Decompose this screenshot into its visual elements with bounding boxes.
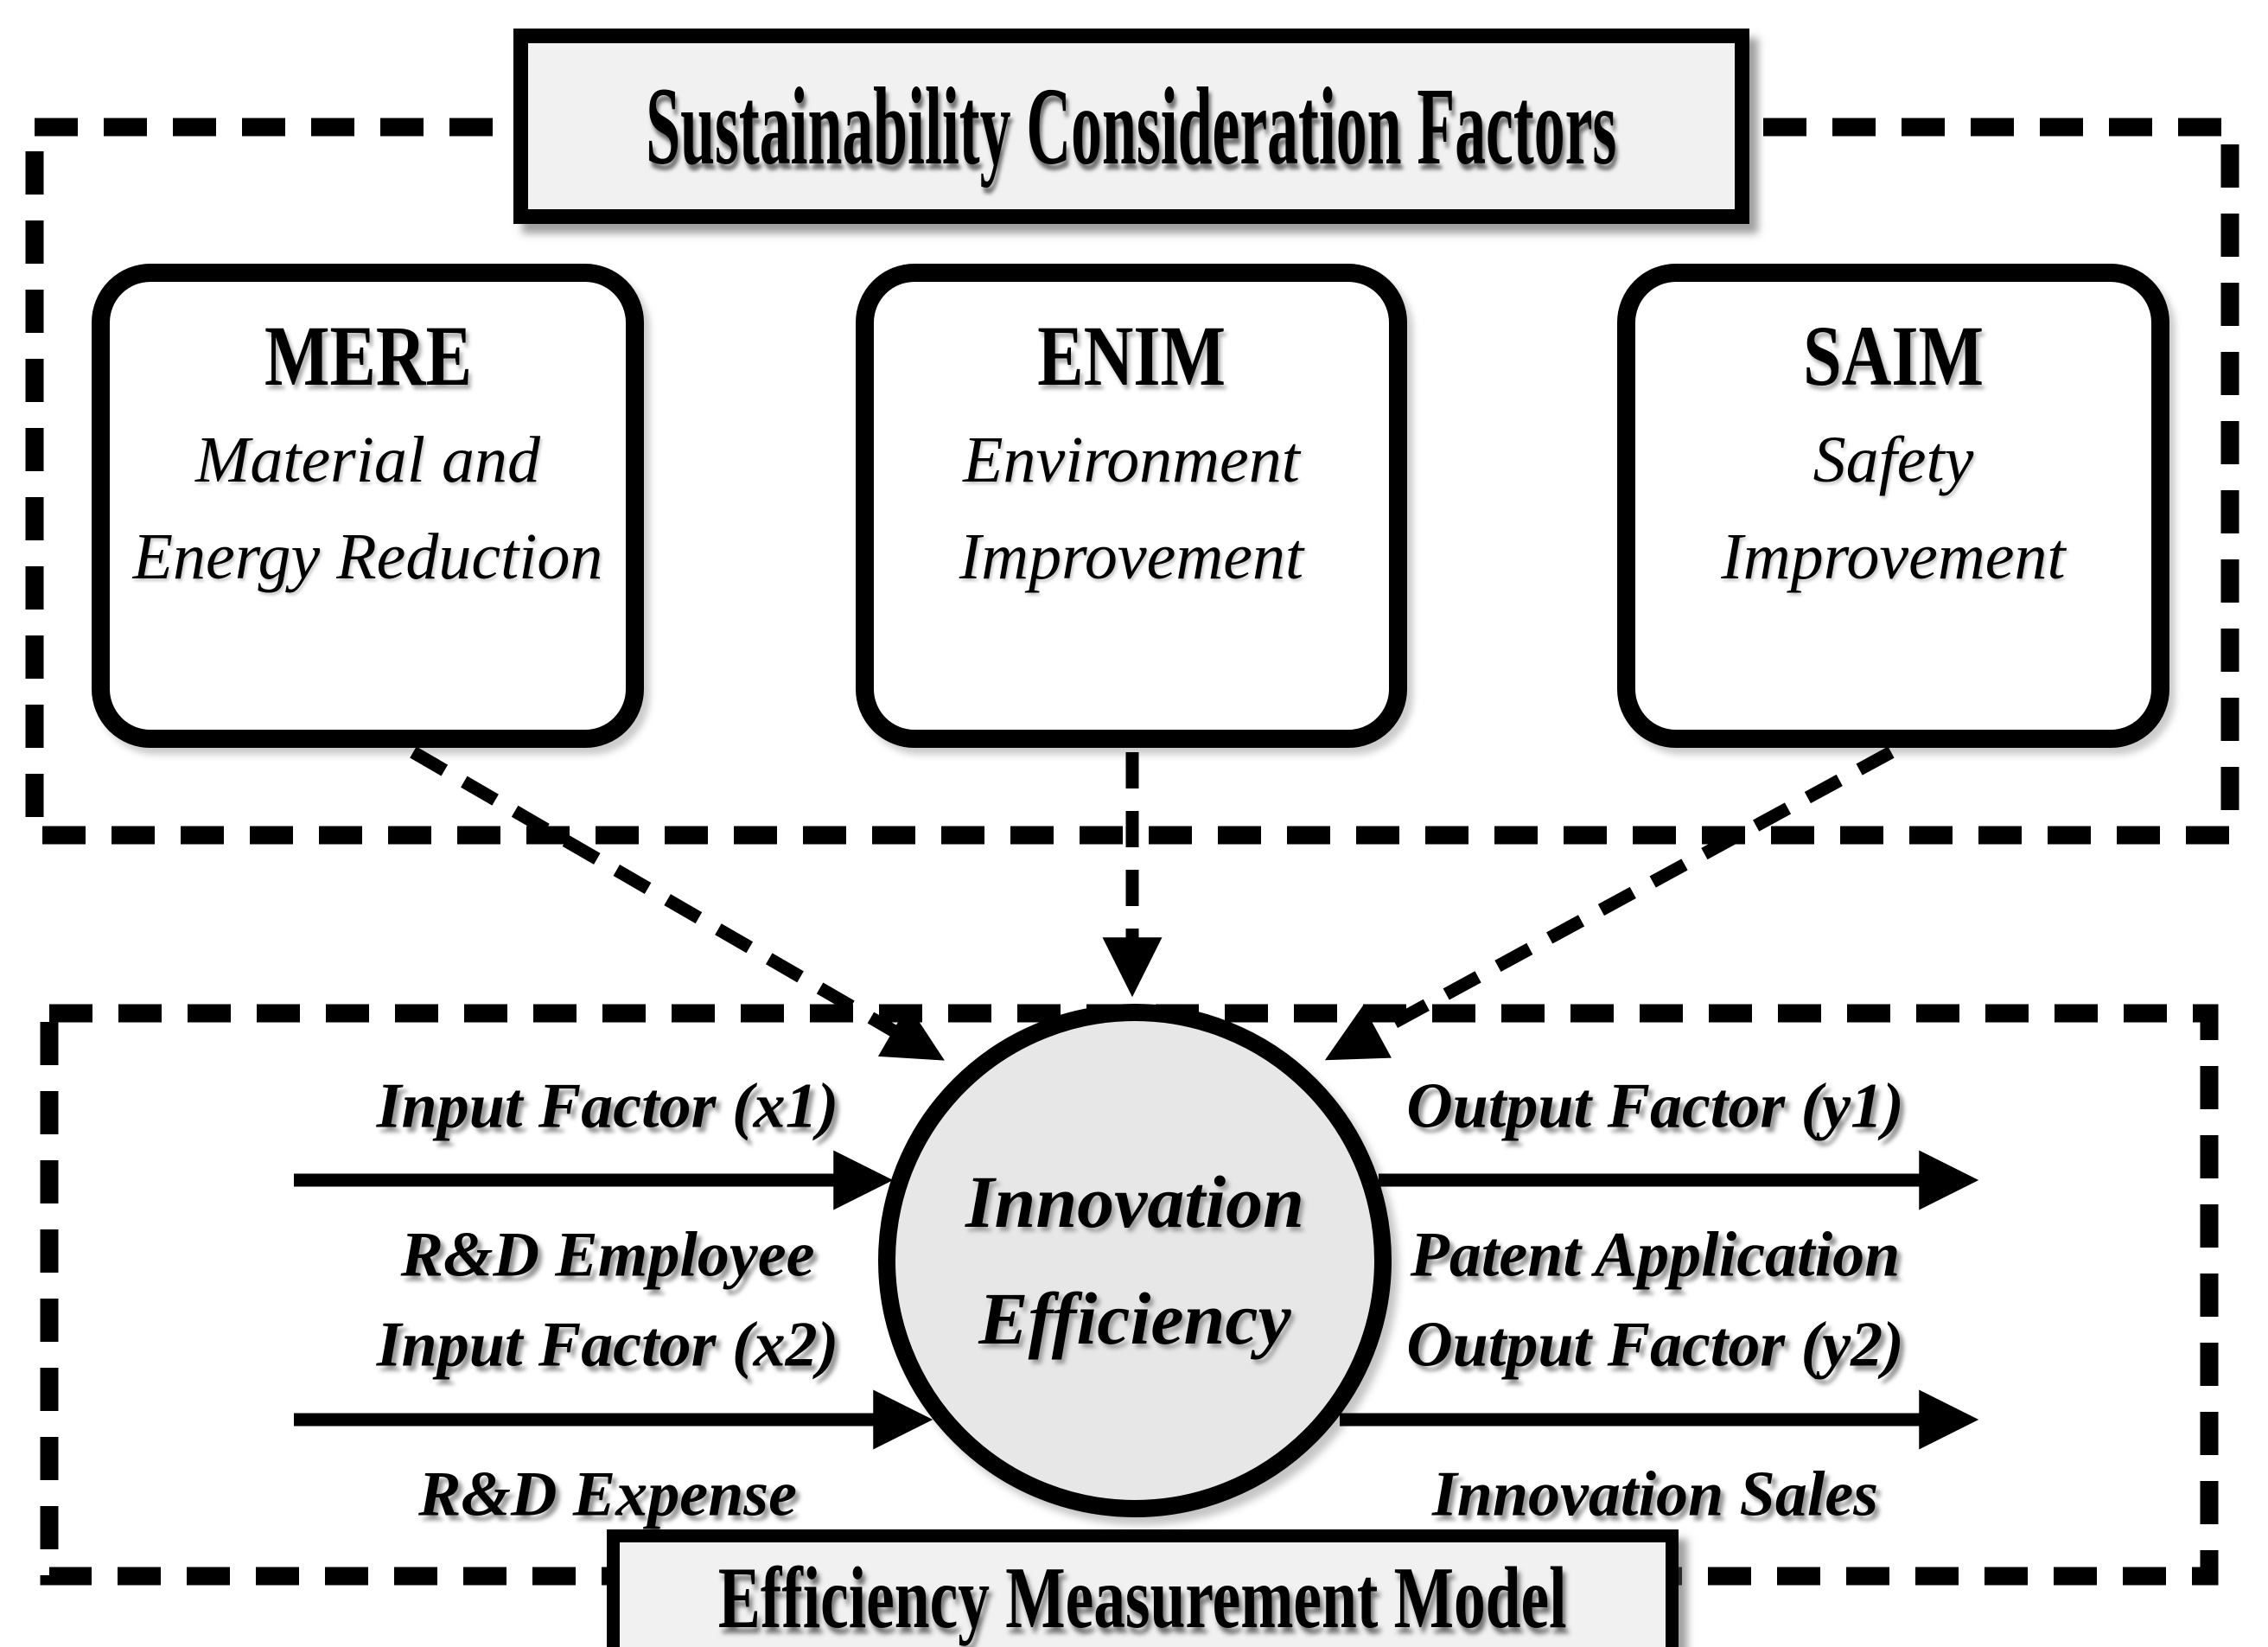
input-x1-name: R&D Employee (400, 1219, 815, 1291)
dashed-arrow-mere-to-circle (410, 746, 945, 1061)
saim-desc-line2: Improvement (1721, 520, 2066, 593)
innovation-efficiency-node: Innovation Efficiency (878, 1004, 1392, 1517)
output-y1-label: Output Factor (y1) (1406, 1070, 1904, 1142)
box-saim: SAIM Safety Improvement (1617, 264, 2169, 748)
top-title: Sustainability Consideration Factors (646, 64, 1617, 188)
output-y1-name: Patent Application (1410, 1219, 1901, 1291)
input-x2-label: Input Factor (x2) (376, 1309, 839, 1381)
innovation-efficiency-label: Innovation Efficiency (965, 1144, 1304, 1377)
enim-desc-line1: Environment (963, 423, 1300, 496)
top-title-box: Sustainability Consideration Factors (513, 29, 1749, 224)
circle-line1: Innovation (965, 1160, 1304, 1243)
saim-desc-line1: Safety (1812, 423, 1974, 496)
saim-acronym: SAIM (1803, 307, 1984, 404)
mere-desc-line2: Energy Reduction (132, 520, 603, 593)
bottom-title: Efficiency Measurement Model (718, 1548, 1567, 1647)
enim-acronym: ENIM (1037, 307, 1226, 404)
circle-line2: Efficiency (978, 1277, 1291, 1360)
input-x2-name: R&D Expense (418, 1459, 797, 1530)
output-y2-name: Innovation Sales (1431, 1459, 1879, 1530)
box-mere: MERE Material and Energy Reduction (92, 264, 644, 748)
output-y2-label: Output Factor (y2) (1406, 1309, 1904, 1381)
input-x1-label: Input Factor (x1) (376, 1070, 839, 1142)
dashed-arrow-saim-to-circle (1324, 746, 1895, 1061)
box-enim: ENIM Environment Improvement (856, 264, 1407, 748)
mere-acronym: MERE (264, 307, 472, 404)
enim-desc-line2: Improvement (959, 520, 1304, 593)
mere-desc-line1: Material and (195, 423, 540, 496)
bottom-title-box: Efficiency Measurement Model (607, 1529, 1679, 1647)
